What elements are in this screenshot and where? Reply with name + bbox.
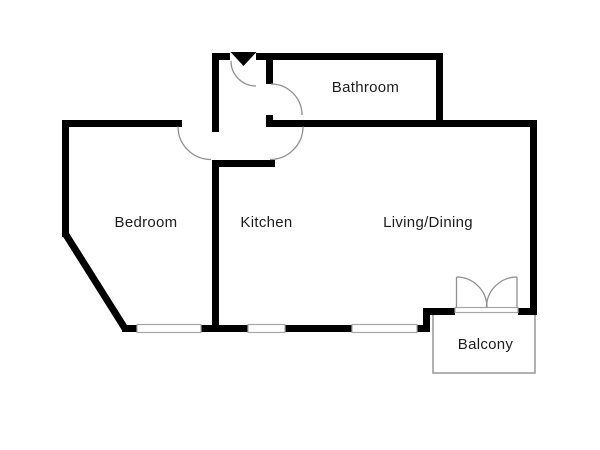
- hall-left-wall: [212, 53, 219, 132]
- living-label: Living/Dining: [383, 214, 473, 231]
- balcony-door-left-arc: [456, 276, 488, 308]
- bathroom-right-wall: [436, 53, 443, 127]
- top-wall-right: [256, 53, 443, 60]
- kitchen-top-wall: [212, 160, 275, 167]
- balcony-door-right-arc: [485, 276, 518, 308]
- living-window: [351, 323, 418, 334]
- bathroom-door-arc: [270, 83, 303, 116]
- living-bottom-wall: [430, 308, 455, 315]
- kitchen-window: [247, 323, 286, 334]
- bedroom-door-arc: [177, 126, 212, 161]
- balcony-door-right-jamb: [518, 308, 537, 315]
- hall-top-wall-left: [212, 53, 230, 60]
- living-top-wall: [266, 120, 537, 127]
- bedroom-top-wall: [62, 120, 182, 127]
- kitchen-left-wall: [212, 160, 219, 332]
- bedroom-label: Bedroom: [115, 214, 178, 231]
- bottom-step-wall: [423, 308, 430, 332]
- bathroom-label: Bathroom: [332, 79, 399, 96]
- bathroom-left-wall: [266, 53, 273, 84]
- bedroom-left-wall: [62, 120, 69, 237]
- entrance-arrow-icon: [230, 52, 257, 66]
- living-door-arc: [269, 126, 304, 161]
- balcony-outline: [432, 309, 536, 374]
- right-wall: [530, 120, 537, 315]
- balcony-label: Balcony: [458, 336, 514, 353]
- entry-door-arc: [230, 60, 257, 87]
- kitchen-label: Kitchen: [240, 214, 292, 231]
- bedroom-window: [136, 323, 202, 334]
- balcony-door-sill: [454, 306, 519, 314]
- bedroom-diagonal-wall: [62, 232, 128, 331]
